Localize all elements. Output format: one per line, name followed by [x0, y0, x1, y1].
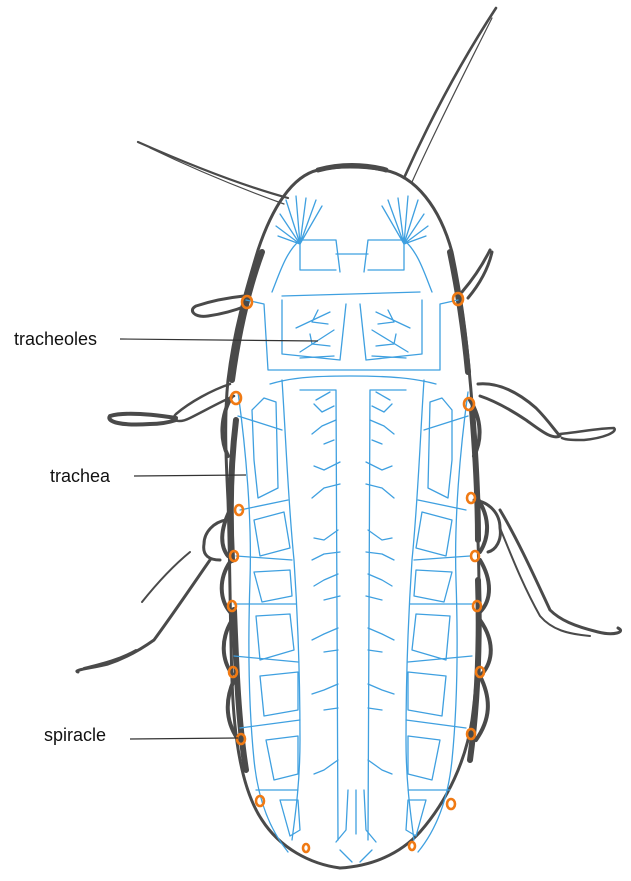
- spiracle-right-4: [471, 551, 479, 561]
- antenna-right: [404, 8, 496, 178]
- legs: [77, 250, 621, 672]
- antenna-left: [138, 142, 288, 198]
- body-shading-right: [450, 252, 479, 760]
- trachea-cells-left: [252, 398, 300, 836]
- tracheoles-tail: [336, 790, 376, 862]
- leg-front-left: [192, 296, 246, 316]
- leg-front-right: [462, 250, 492, 298]
- tracheoles-thorax-right: [372, 310, 410, 358]
- tracheoles-thorax-left: [296, 310, 334, 358]
- spiracle-tail-right: [409, 842, 415, 850]
- trachea-top-arch: [270, 376, 436, 384]
- label-spiracle: spiracle: [44, 725, 106, 745]
- leg-hind-right-inner: [500, 528, 590, 636]
- leader-spiracle: [130, 738, 238, 739]
- leader-tracheoles: [120, 339, 318, 341]
- trachea-segment-connectives: [234, 416, 472, 790]
- spiracle-right-8: [447, 799, 455, 809]
- leg-mid-right: [478, 384, 560, 437]
- leg-hind-right: [474, 500, 621, 634]
- spiracle-left-3: [235, 505, 243, 515]
- antennae: [138, 8, 496, 204]
- body-shading-top: [318, 166, 386, 171]
- trachea-thorax-frame: [246, 300, 458, 370]
- trachea-main-trunk-right: [406, 380, 424, 840]
- antenna-right-shadow: [412, 18, 492, 182]
- trachea-inner-channels: [300, 390, 406, 840]
- label-trachea: trachea: [50, 466, 111, 486]
- spiracle-left-8: [256, 796, 264, 806]
- trachea-head-inner: [300, 244, 404, 270]
- trachea-head-frame: [272, 240, 432, 296]
- tracheoles-head-right: [382, 196, 428, 244]
- spiracle-right-3: [467, 493, 475, 503]
- trachea-main-trunk-left: [282, 380, 300, 840]
- leg-mid-right-tarsus: [560, 428, 615, 440]
- label-tracheoles: tracheoles: [14, 329, 97, 349]
- trachea-lateral-right: [418, 392, 468, 852]
- tracheal-system: [234, 196, 472, 862]
- leg-hind-left: [77, 520, 226, 672]
- body-outline: [222, 166, 491, 869]
- labels: tracheoles trachea spiracle: [14, 329, 318, 745]
- trachea-cells-right: [406, 398, 452, 836]
- spiracle-tail-left: [303, 844, 309, 852]
- spiracles: [228, 293, 484, 852]
- leg-mid-left-tarsus: [109, 414, 176, 425]
